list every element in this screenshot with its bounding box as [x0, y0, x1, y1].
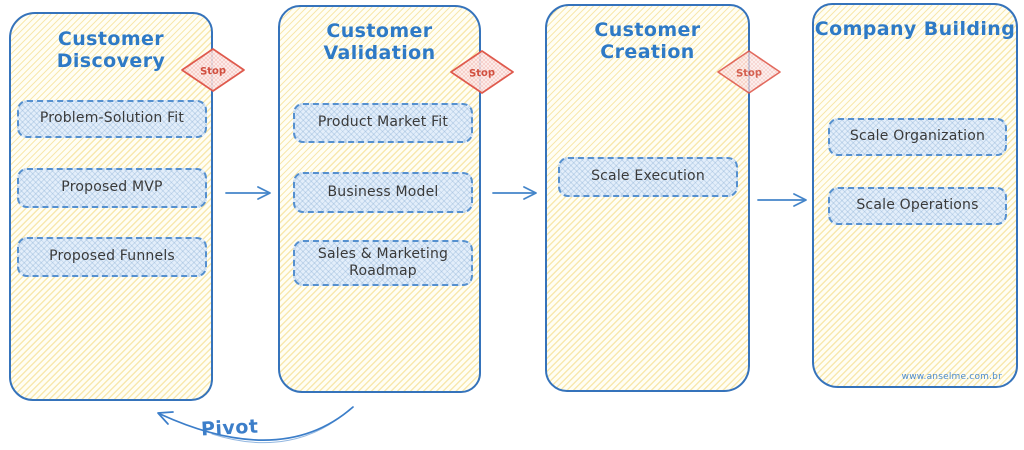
step-box-scale-organization: Scale Organization [828, 118, 1007, 156]
flow-arrow-icon [757, 193, 807, 207]
stage-customer-discovery: Customer Discovery Problem-Solution Fit … [9, 12, 213, 401]
stage-title: Company Building [814, 18, 1016, 40]
step-box-product-market-fit: Product Market Fit [293, 103, 473, 143]
step-label: Sales & Marketing Roadmap [317, 245, 449, 280]
step-label: Proposed Funnels [49, 248, 175, 265]
step-label: Proposed MVP [61, 179, 163, 196]
step-label: Problem-Solution Fit [39, 110, 185, 127]
step-box-business-model: Business Model [293, 172, 473, 213]
step-box-problem-solution-fit: Problem-Solution Fit [17, 100, 207, 138]
step-box-sales-marketing-roadmap: Sales & Marketing Roadmap [293, 240, 473, 286]
stage-title: Customer Creation [594, 19, 701, 63]
step-label: Product Market Fit [317, 114, 449, 131]
stage-title: Customer Discovery [56, 28, 166, 72]
flow-arrow-icon [225, 186, 271, 200]
pivot-label: Pivot [200, 415, 260, 441]
stage-title: Customer Validation [323, 20, 436, 64]
flow-arrow-icon [492, 186, 537, 200]
stage-customer-validation: Customer Validation Product Market Fit B… [278, 5, 481, 393]
step-box-proposed-funnels: Proposed Funnels [17, 237, 207, 277]
step-label: Scale Organization [849, 128, 986, 145]
stage-company-building: Company Building Scale Organization Scal… [812, 3, 1018, 388]
step-label: Scale Execution [591, 168, 705, 185]
stage-customer-creation: Customer Creation Scale Execution [545, 4, 750, 392]
step-box-proposed-mvp: Proposed MVP [17, 168, 207, 208]
step-label: Business Model [327, 183, 439, 200]
step-box-scale-execution: Scale Execution [558, 157, 738, 197]
step-box-scale-operations: Scale Operations [828, 187, 1007, 225]
step-label: Scale Operations [856, 197, 979, 214]
watermark-url: www.anselme.com.br [901, 372, 1002, 382]
